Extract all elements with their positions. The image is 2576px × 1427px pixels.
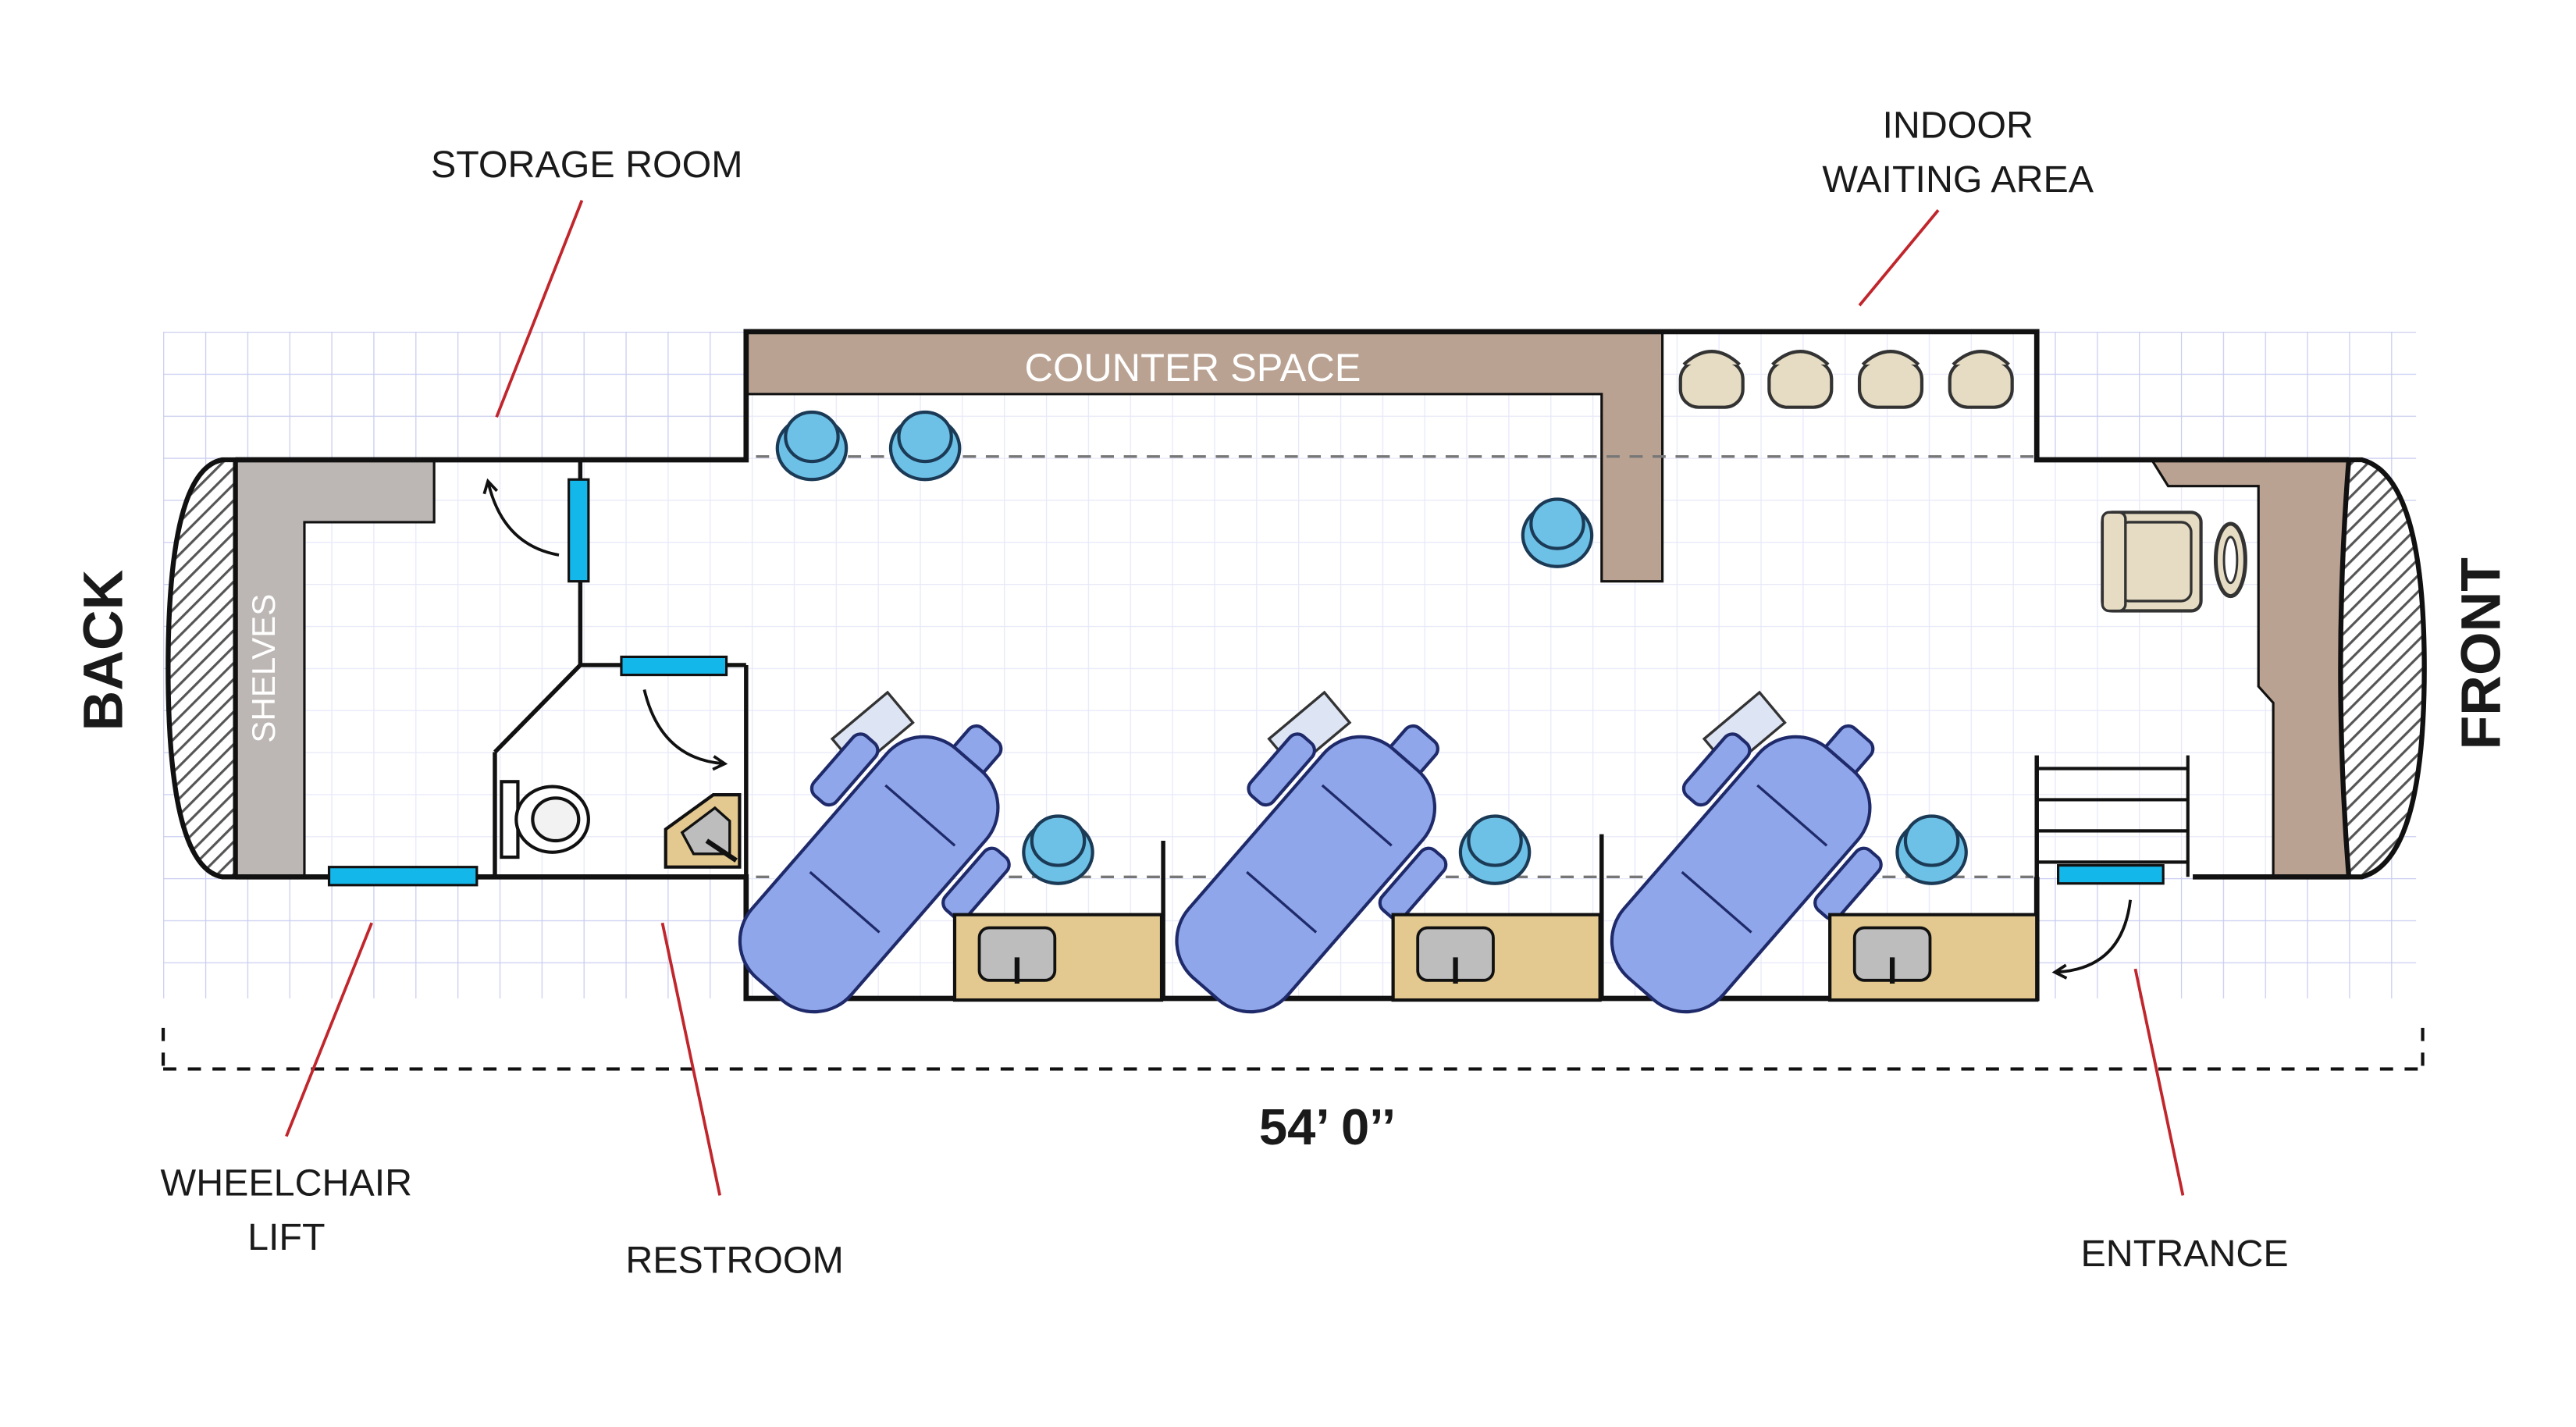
steering-wheel-icon bbox=[2213, 521, 2247, 599]
front-label: FRONT bbox=[2450, 557, 2512, 749]
stairs-icon bbox=[2037, 755, 2190, 877]
shelves-label: SHELVES bbox=[245, 594, 282, 743]
storage-room-door bbox=[568, 478, 590, 583]
indoor-waiting-area-label-line2: WAITING AREA bbox=[1822, 158, 2094, 201]
restroom-label: RESTROOM bbox=[625, 1239, 844, 1281]
restroom-sink-icon bbox=[664, 793, 742, 869]
indoor-waiting-area-label-line1: INDOOR bbox=[1883, 105, 2034, 147]
restroom-door bbox=[620, 655, 728, 677]
leader-lines bbox=[285, 199, 2185, 1196]
toilet-icon bbox=[500, 780, 590, 859]
wheelchair-lift-label-line1: WHEELCHAIR bbox=[161, 1162, 413, 1204]
driver-seat-icon bbox=[2101, 511, 2203, 613]
entrance-door bbox=[2056, 864, 2165, 885]
door-swing-arrow-icon bbox=[482, 478, 2133, 980]
sink-icon bbox=[1393, 915, 1600, 1000]
back-bumper bbox=[165, 457, 238, 880]
wheelchair-lift-door bbox=[327, 866, 479, 887]
wheelchair-lift-label-line2: LIFT bbox=[247, 1216, 325, 1258]
length-label: 54’ 0’’ bbox=[1259, 1098, 1396, 1155]
entrance-label: ENTRANCE bbox=[2081, 1233, 2289, 1275]
sink-icon bbox=[1830, 915, 2037, 1000]
front-bumper bbox=[2338, 457, 2427, 880]
doors bbox=[327, 478, 2165, 887]
sink-icon bbox=[955, 915, 1162, 1000]
storage-room-label: STORAGE ROOM bbox=[431, 144, 743, 186]
back-label: BACK bbox=[72, 570, 134, 731]
length-dimension-line bbox=[161, 1027, 2425, 1071]
counter-space-label: COUNTER SPACE bbox=[1025, 345, 1361, 390]
